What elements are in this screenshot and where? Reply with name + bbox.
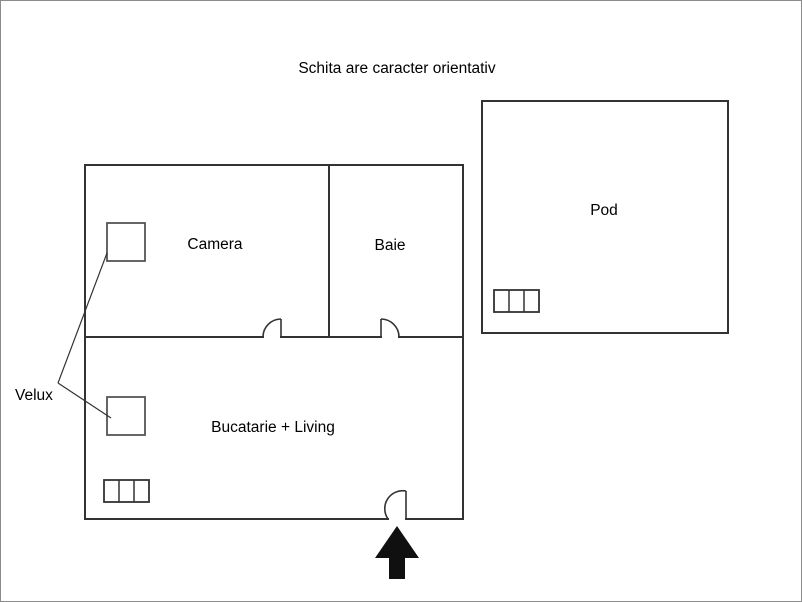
room-label-baie: Baie <box>374 237 405 254</box>
skylight-camera <box>106 222 146 262</box>
room-label-camera: Camera <box>187 236 243 253</box>
skylight-bucatarie <box>106 396 146 436</box>
diagram-title: Schita are caracter orientativ <box>298 60 496 77</box>
pod-outline <box>481 100 729 334</box>
window-pod <box>493 289 540 313</box>
room-label-pod: Pod <box>590 202 618 219</box>
door-baie <box>380 318 400 338</box>
velux-leader-lines <box>57 252 112 419</box>
main-building-outline <box>84 164 464 520</box>
room-label-bucatarie-living: Bucatarie + Living <box>211 419 335 436</box>
door-camera <box>262 318 282 338</box>
annotation-label-velux: Velux <box>15 387 53 404</box>
door-entrance <box>384 489 407 520</box>
entrance-arrow-icon <box>375 526 419 579</box>
window-bucatarie <box>103 479 150 503</box>
interior-walls <box>84 164 464 338</box>
